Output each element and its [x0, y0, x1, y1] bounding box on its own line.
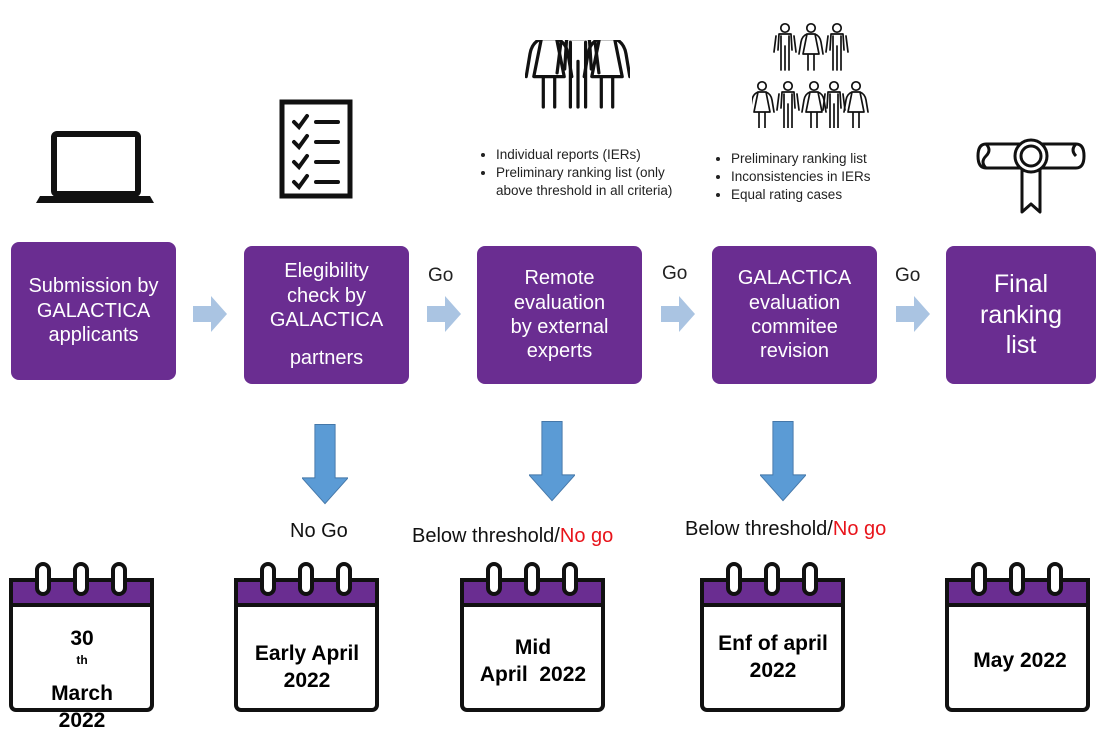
- note-item: Equal rating cases: [731, 186, 931, 204]
- date-line: 2022: [58, 708, 106, 732]
- step-line: list: [1005, 331, 1037, 360]
- laptop-icon: [36, 131, 154, 203]
- step-line: applicants: [48, 324, 139, 347]
- go-label: Go: [662, 263, 688, 284]
- step-line: Elegibility: [284, 260, 369, 283]
- step-line: Remote: [524, 267, 595, 290]
- date-label: Enf of april 2022: [703, 630, 843, 685]
- go-label: Go: [895, 265, 921, 286]
- step-line: partners: [289, 347, 364, 370]
- right-arrow-icon: [661, 296, 695, 332]
- remote-evaluation-notes: Individual reports (IERs) Preliminary ra…: [478, 146, 696, 199]
- committee-people-icon: [752, 22, 869, 128]
- no-go-red-text: No go: [559, 525, 614, 547]
- step-remote-evaluation: Remote evaluation by external experts: [477, 246, 642, 384]
- step-line: ranking: [980, 300, 1062, 329]
- down-arrow-icon: [302, 424, 348, 505]
- date-line: Enf of april: [718, 632, 828, 655]
- step-line: evaluation: [748, 291, 841, 314]
- calendar-icon: [945, 562, 1090, 712]
- step-line: GALACTICA: [737, 267, 852, 290]
- date-line: Mid: [514, 636, 552, 659]
- date-line: 2022: [283, 669, 331, 693]
- go-label: Go: [428, 265, 454, 286]
- date-label: Early April 2022: [237, 640, 377, 695]
- date-line: May 2022: [973, 649, 1067, 672]
- committee-notes: Preliminary ranking list Inconsistencies…: [713, 150, 931, 203]
- right-arrow-icon: [896, 296, 930, 332]
- note-item: Individual reports (IERs): [496, 146, 696, 164]
- below-threshold-text: Below threshold/: [685, 518, 833, 540]
- people-group-icon: [525, 40, 630, 109]
- step-line: by external: [510, 316, 609, 338]
- step-line: experts: [526, 340, 593, 363]
- date-line: April 2022: [479, 663, 587, 687]
- step-line: Final: [993, 270, 1049, 299]
- below-threshold-label: Below threshold/No go: [685, 518, 886, 541]
- date-line: 2022: [749, 659, 797, 683]
- note-item: Preliminary ranking list: [731, 150, 931, 168]
- step-line: commitee: [751, 316, 838, 338]
- note-item: Inconsistencies in IERs: [731, 168, 931, 186]
- no-go-red-text: No go: [832, 518, 887, 540]
- step-final-ranking: Final ranking list: [946, 246, 1096, 384]
- down-arrow-icon: [529, 421, 575, 502]
- step-line: check by: [287, 284, 366, 307]
- note-item: Preliminary ranking list (only above thr…: [496, 164, 696, 200]
- step-line: GALACTICA: [269, 309, 384, 331]
- step-line: GALACTICA: [36, 299, 151, 322]
- down-arrow-icon: [760, 421, 806, 502]
- right-arrow-icon: [193, 296, 227, 332]
- date-line: Early April: [254, 642, 360, 665]
- right-arrow-icon: [427, 296, 461, 332]
- checklist-icon: [279, 99, 353, 199]
- date-label: May 2022: [950, 647, 1090, 674]
- below-threshold-text: Below threshold/: [412, 525, 560, 547]
- below-threshold-label: Below threshold/No go: [412, 525, 613, 548]
- certificate-scroll-icon: [976, 138, 1086, 214]
- step-line: evaluation: [513, 291, 606, 314]
- step-committee-revision: GALACTICA evaluation commitee revision: [712, 246, 877, 384]
- date-label: Mid April 2022: [463, 634, 603, 689]
- step-line: revision: [760, 340, 829, 363]
- no-go-label: No Go: [290, 520, 348, 542]
- step-submission: Submission by GALACTICA applicants: [11, 242, 176, 380]
- step-eligibility-check: Elegibility check by GALACTICA partners: [244, 246, 409, 384]
- step-line: Submission by: [28, 275, 159, 298]
